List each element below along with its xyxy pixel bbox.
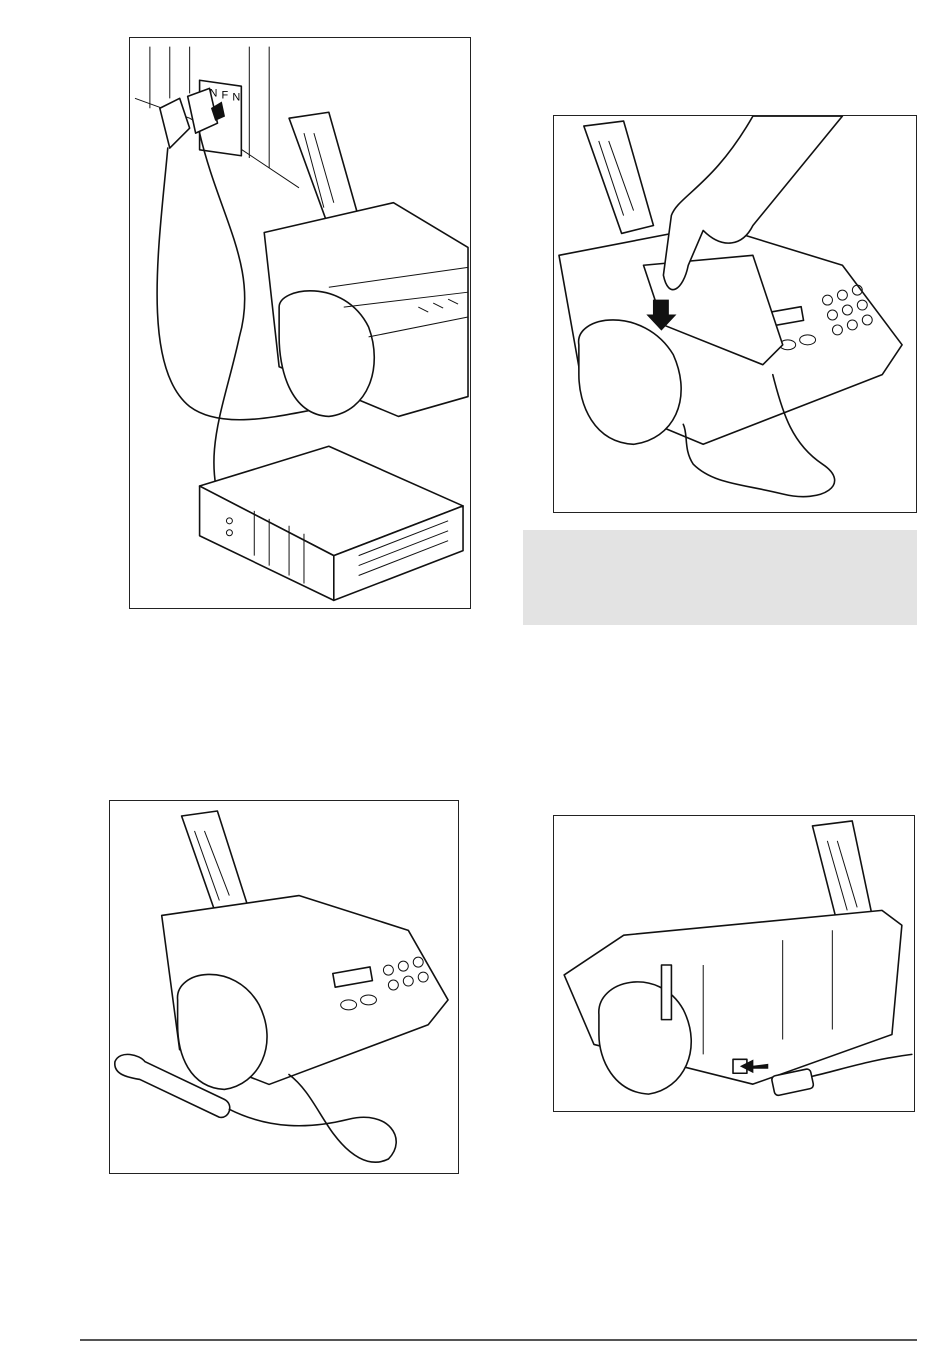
power-cord-illustration [554,816,914,1111]
handset-cradle-illustration [554,116,916,512]
handset-cord-illustration [110,801,458,1173]
fax-machine [162,811,448,1089]
socket-letter-2: F [221,89,228,101]
fax-machine [264,112,468,416]
rear-connector-panel [661,965,671,1020]
line-connection-illustration: N F N [130,38,470,608]
figure-power-cord [553,815,915,1112]
socket-letter-3: N [232,91,240,103]
figure-line-connection: N F N [129,37,471,609]
computer-unit [200,446,463,600]
figure-handset-cradle [553,115,917,513]
footer-rule [80,1339,917,1341]
fax-machine-rear [564,821,902,1094]
cable-to-computer [200,133,245,516]
coiled-cord [229,1074,396,1162]
plug-left [160,98,190,148]
note-box [523,530,917,625]
figure-handset-cord [109,800,459,1174]
